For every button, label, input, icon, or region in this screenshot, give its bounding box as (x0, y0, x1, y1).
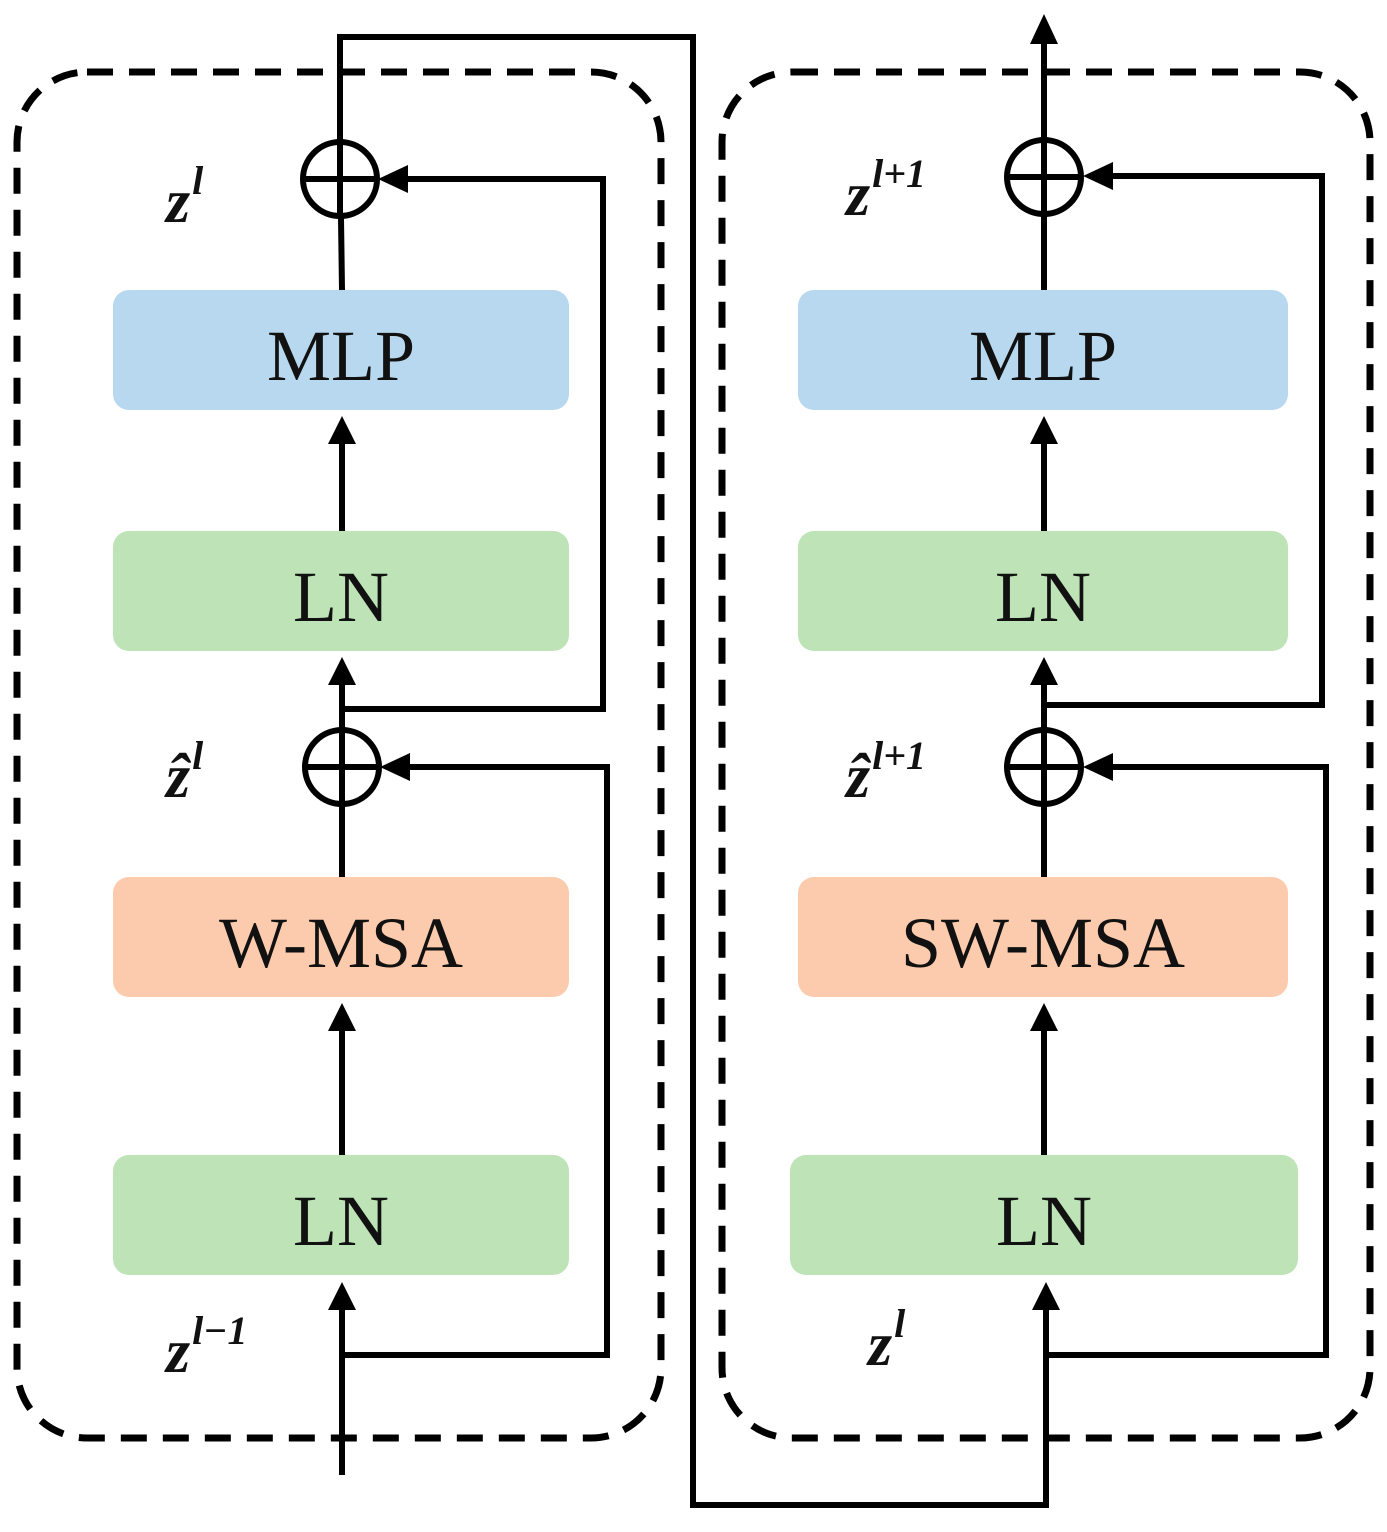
left-mid-var: ẑl (164, 733, 204, 811)
left-mlp-to-add-line (338, 217, 345, 291)
left-add-to-ln-arrowhead (328, 657, 356, 685)
left-msa-label: W-MSA (219, 903, 463, 983)
right-input-arrowhead (1032, 1282, 1060, 1310)
left-residual-1-arrowhead (380, 753, 410, 781)
right-residual-1-arrowhead (1083, 753, 1113, 781)
right-mid-var: ẑl+1 (844, 733, 926, 811)
left-ln-to-mlp-arrowhead (328, 416, 356, 444)
right-add-to-ln-arrowhead (1030, 657, 1058, 685)
left-msa-box (113, 877, 569, 997)
right-ln-top-label: LN (995, 557, 1091, 637)
right-msa-label: SW-MSA (901, 903, 1185, 983)
right-mlp-box (798, 290, 1288, 410)
right-residual-1-line (1046, 764, 1329, 1358)
right-ln-bottom-box (790, 1155, 1298, 1275)
right-output-var: zl+1 (844, 151, 926, 229)
right-ln-top-box (798, 531, 1288, 651)
right-residual-2-line (1044, 173, 1325, 708)
right-mlp-label: MLP (969, 316, 1117, 396)
left-ln-bottom-box (113, 1155, 569, 1275)
left-output-var: zl (164, 158, 204, 236)
right-add-node-top (1004, 137, 1084, 217)
left-input-var: zl−1 (164, 1308, 248, 1386)
right-output-arrowhead (1030, 14, 1058, 44)
left-ln-top-label: LN (293, 557, 389, 637)
right-residual-2-arrowhead (1083, 162, 1113, 190)
left-residual-1-line (342, 764, 610, 1358)
left-add-node-bottom (302, 727, 382, 807)
left-ln-bottom-label: LN (293, 1181, 389, 1261)
right-add-node-bottom (1004, 727, 1084, 807)
right-ln-to-mlp-arrowhead (1030, 416, 1058, 444)
right-input-var: zl (866, 1301, 906, 1379)
left-ln-to-msa-arrowhead (328, 1003, 356, 1031)
left-mlp-label: MLP (267, 316, 415, 396)
left-mlp-box (113, 290, 569, 410)
left-residual-2-arrowhead (378, 165, 408, 193)
left-input-arrowhead (328, 1282, 356, 1310)
left-residual-2-line (342, 176, 606, 712)
left-ln-top-box (113, 531, 569, 651)
right-msa-box (798, 877, 1288, 997)
left-add-node-top (300, 139, 380, 219)
inter-block-connection (337, 34, 1049, 1508)
right-ln-to-msa-arrowhead (1030, 1003, 1058, 1031)
right-ln-bottom-label: LN (996, 1181, 1092, 1261)
